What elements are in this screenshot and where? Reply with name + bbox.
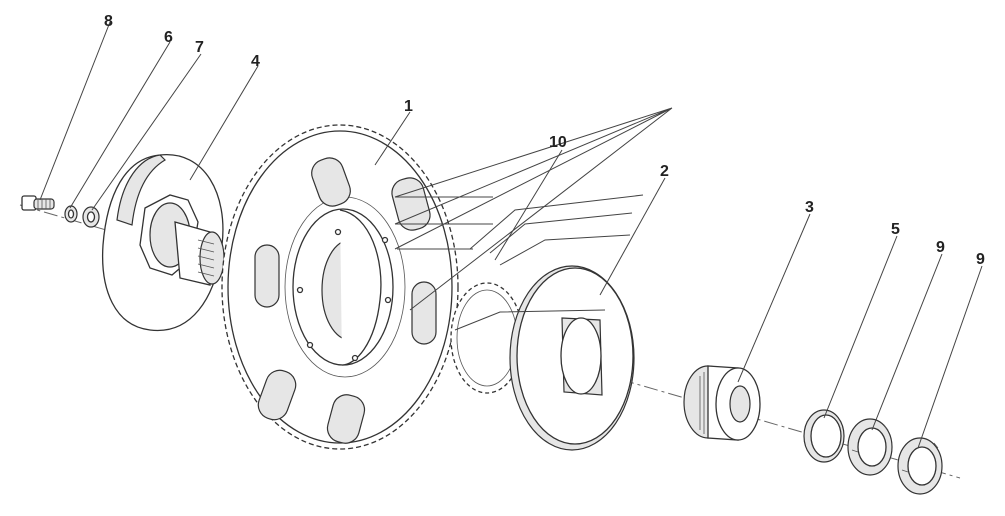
- part-9-nut-b: [897, 437, 943, 495]
- callout-label-9b: 9: [976, 251, 985, 268]
- callout-label-5: 5: [891, 221, 900, 238]
- part-7-washer: [82, 206, 100, 228]
- callout-label-1: 1: [404, 98, 413, 115]
- part-4-hub: [101, 154, 225, 332]
- part-2-leader-fan: [394, 107, 673, 331]
- part-5-ring: [803, 409, 845, 463]
- callout-leaders: [39, 21, 983, 449]
- callout-label-7: 7: [195, 39, 204, 56]
- part-8-bolt: [21, 195, 55, 211]
- part-9-nut-a: [847, 418, 893, 476]
- part-3-bushing: [683, 365, 761, 441]
- callout-label-8: 8: [104, 13, 113, 30]
- callout-label-3: 3: [805, 199, 814, 216]
- part-6-washer: [64, 205, 78, 223]
- callout-label-6: 6: [164, 29, 173, 46]
- part-1-sprocket: [221, 124, 459, 450]
- callout-label-10: 10: [549, 134, 567, 151]
- callout-label-2: 2: [660, 163, 669, 180]
- callout-labels: 8 6 7 4 1 10 2 3 5 9 9: [104, 13, 985, 268]
- callout-label-4: 4: [251, 53, 260, 70]
- callout-label-9a: 9: [936, 239, 945, 256]
- part-2-disc: [509, 265, 635, 451]
